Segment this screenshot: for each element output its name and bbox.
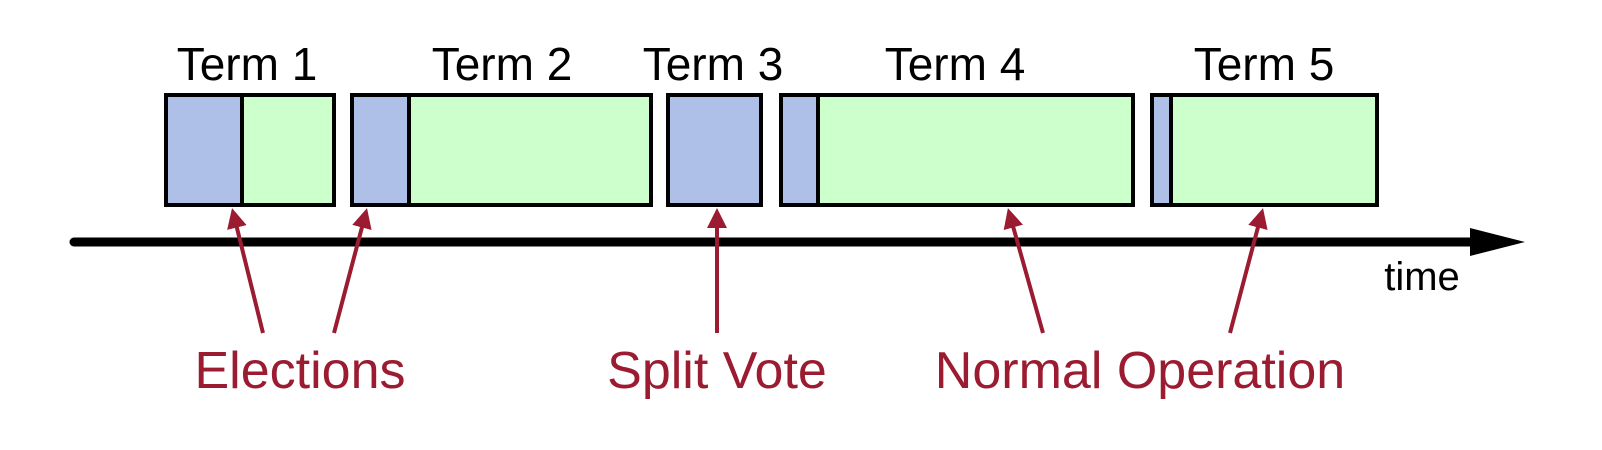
term-2: Term 2 bbox=[350, 38, 653, 207]
term-4-normal-segment bbox=[816, 93, 1135, 207]
term-4-label: Term 4 bbox=[885, 38, 1026, 90]
term-5: Term 5 bbox=[1150, 38, 1379, 207]
term-3: Term 3 bbox=[643, 38, 784, 207]
term-2-label: Term 2 bbox=[432, 38, 573, 90]
term-3-label: Term 3 bbox=[643, 38, 784, 90]
term-4-election-segment bbox=[779, 93, 820, 207]
normal-operation-label: Normal Operation bbox=[935, 342, 1345, 400]
time-axis: time bbox=[69, 228, 1525, 299]
term-2-normal-segment bbox=[407, 93, 653, 207]
term-2-election-segment bbox=[350, 93, 411, 207]
elections-label: Elections bbox=[195, 342, 406, 400]
normal-operation-pointer-2 bbox=[1228, 208, 1268, 334]
normal-operation-pointer-1 bbox=[1003, 208, 1045, 334]
elections-pointer-2 bbox=[332, 208, 372, 334]
term-1-election-segment bbox=[164, 93, 244, 207]
term-5-election-segment bbox=[1150, 93, 1173, 207]
time-axis-label: time bbox=[1384, 255, 1460, 299]
term-5-label: Term 5 bbox=[1194, 38, 1335, 90]
elections-pointer-1 bbox=[227, 208, 265, 334]
annotation-pointers bbox=[227, 208, 1268, 334]
annotation-labels: Elections Split Vote Normal Operation bbox=[195, 342, 1346, 400]
term-4: Term 4 bbox=[779, 38, 1135, 207]
time-axis-arrowhead bbox=[1470, 228, 1525, 256]
term-3-election-segment bbox=[666, 93, 763, 207]
split-vote-label: Split Vote bbox=[607, 342, 827, 400]
term-1: Term 1 bbox=[164, 38, 336, 207]
term-1-normal-segment bbox=[240, 93, 336, 207]
term-1-label: Term 1 bbox=[177, 38, 318, 90]
term-5-normal-segment bbox=[1169, 93, 1379, 207]
